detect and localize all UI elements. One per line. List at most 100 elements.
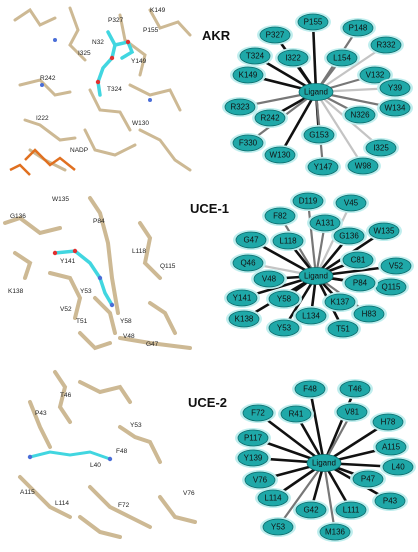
residue-node-r332: R332 [368,35,404,55]
node-ellipse [226,289,258,307]
residue-node-w98: W98 [345,156,381,176]
uce1-structure-render: G136 W135 P84 L118 Q115 Y141 K138 Y53 V5… [0,183,205,363]
svg-text:Y58: Y58 [120,318,132,325]
ligand-center-node: Ligand [298,267,334,285]
svg-text:V48: V48 [123,333,135,340]
node-ellipse [347,157,379,175]
svg-text:F48: F48 [116,448,128,455]
node-ellipse [339,380,371,398]
node-label: Q46 [240,259,256,268]
node-ellipse [257,489,289,507]
node-label: K149 [239,71,258,80]
residue-node-g136: G136 [331,226,367,246]
node-ellipse [268,319,300,337]
svg-text:L118: L118 [132,248,146,255]
node-label: T51 [336,325,350,334]
residue-node-a115: A115 [373,437,409,457]
svg-text:P155: P155 [143,27,159,34]
node-label: Y147 [314,163,333,172]
node-ellipse [307,158,339,176]
node-label: M136 [325,528,346,537]
node-label: R332 [376,41,396,50]
node-label: N326 [350,111,370,120]
akr-structure-render: K149 P327 N32 I325 P155 Y149 R242 T324 I… [0,0,205,180]
svg-text:P327: P327 [108,17,124,24]
node-ellipse [277,49,309,67]
residue-node-y141: Y141 [224,288,260,308]
node-label: Y53 [271,523,286,532]
node-ellipse [368,222,400,240]
edge-p155 [311,21,318,93]
node-label: I325 [373,144,389,153]
residue-node-q46: Q46 [230,253,266,273]
residue-node-p148: P148 [340,18,376,38]
node-ellipse [326,49,358,67]
svg-text:R242: R242 [40,75,56,82]
node-ellipse [359,66,391,84]
node-ellipse [309,214,341,232]
svg-text:I325: I325 [78,50,91,57]
residue-node-r41: R41 [278,404,314,424]
node-label: K138 [235,315,254,324]
node-ellipse [297,13,329,31]
node-label: Q115 [382,283,402,292]
node-ellipse [380,257,412,275]
residue-node-r242: R242 [252,108,288,128]
node-label: V45 [344,199,359,208]
residue-node-p155: P155 [295,12,331,32]
residue-node-g47: G47 [233,230,269,250]
residue-node-r323: R323 [222,97,258,117]
akr-backbone-sticks [13,6,192,172]
node-label: V52 [389,262,404,271]
node-label: L114 [264,494,282,503]
node-ellipse [272,232,304,250]
node-ellipse [344,106,376,124]
edge-d119 [306,200,318,277]
svg-text:A115: A115 [20,489,35,496]
node-label: P155 [304,18,323,27]
svg-text:T324: T324 [107,86,122,93]
node-label: V132 [366,71,385,80]
residue-node-v45: V45 [333,193,369,213]
ligand-label: Ligand [304,272,328,281]
node-ellipse [280,405,312,423]
node-label: A131 [316,219,335,228]
ligand-label: Ligand [304,88,328,97]
residue-node-t324: T324 [237,46,273,66]
ligand-label: Ligand [312,459,336,468]
svg-text:G47: G47 [146,341,159,348]
svg-text:L114: L114 [55,500,69,507]
node-label: F330 [239,139,258,148]
node-ellipse [370,36,402,54]
node-label: Y58 [277,295,292,304]
residue-node-t51: T51 [325,319,361,339]
residue-node-w134: W134 [377,98,413,118]
residue-node-y53: Y53 [260,517,296,537]
residue-node-f82: F82 [262,206,298,226]
residue-node-p84: P84 [342,273,378,293]
residue-node-l154: L154 [324,48,360,68]
residue-node-v52: V52 [378,256,414,276]
node-label: P117 [244,434,263,443]
svg-text:I222: I222 [36,115,49,122]
node-label: F82 [273,212,287,221]
node-label: Y39 [388,84,403,93]
node-ellipse [237,429,269,447]
node-label: W98 [355,162,372,171]
node-ellipse [344,274,376,292]
residue-node-y58: Y58 [266,289,302,309]
node-ellipse [232,134,264,152]
node-label: W134 [385,104,406,113]
node-label: L111 [343,506,360,515]
svg-text:V76: V76 [183,490,195,497]
residue-node-p43: P43 [372,491,408,511]
node-ellipse [352,470,384,488]
node-label: H78 [381,418,396,427]
edge-m136 [322,462,337,533]
node-ellipse [264,207,296,225]
